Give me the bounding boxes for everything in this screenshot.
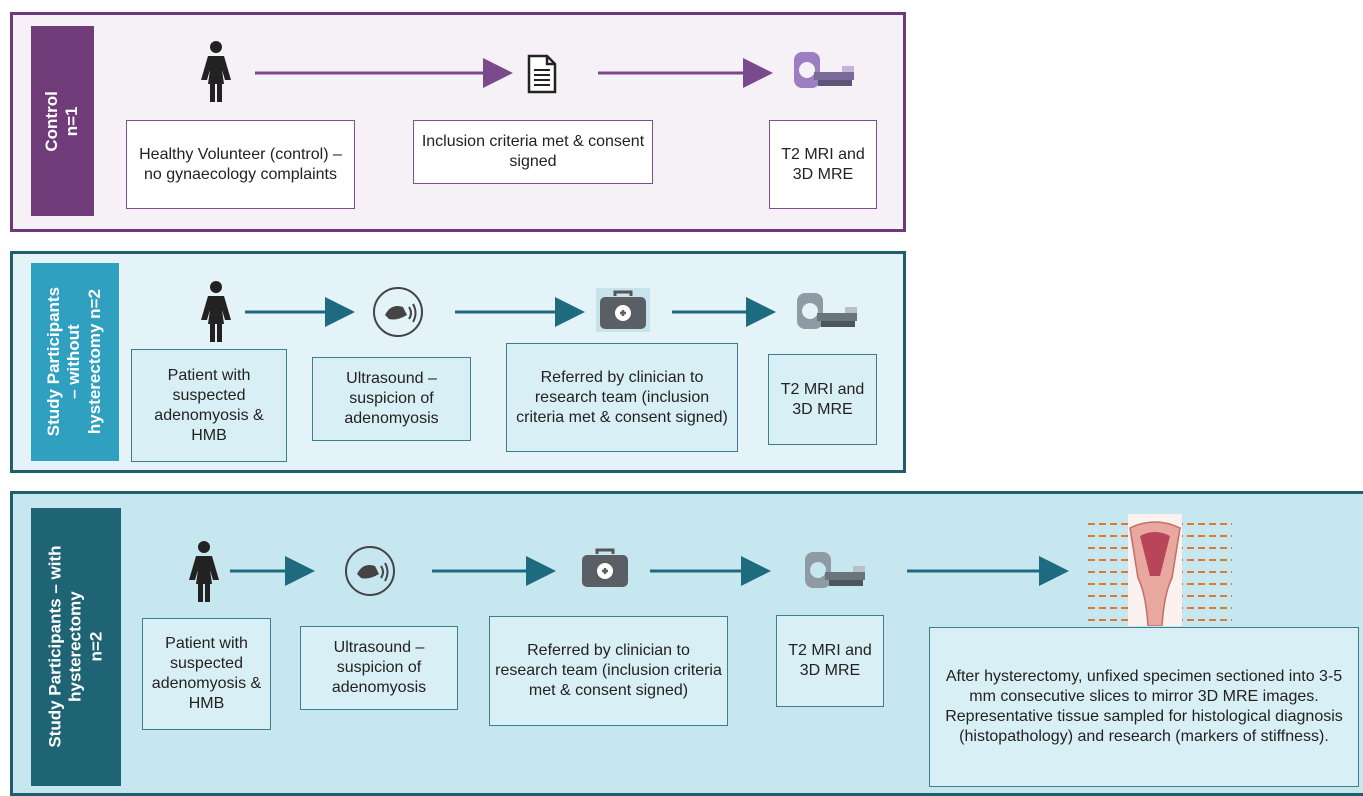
ultrasound-box: Ultrasound – suspicion of adenomyosis bbox=[312, 357, 471, 441]
referred-box: Referred by clinician to research team (… bbox=[489, 616, 728, 726]
referred-box: Referred by clinician to research team (… bbox=[506, 343, 738, 452]
medical-bag-icon bbox=[582, 548, 628, 587]
patient-box: Patient with suspected adenomyosis & HMB bbox=[131, 349, 287, 462]
document-icon bbox=[527, 54, 557, 94]
mri-mre-box: T2 MRI and 3D MRE bbox=[769, 120, 877, 209]
ultrasound-box: Ultrasound – suspicion of adenomyosis bbox=[300, 626, 458, 710]
person-icon bbox=[201, 281, 231, 342]
medical-bag-icon bbox=[596, 288, 650, 332]
person-icon bbox=[201, 41, 231, 102]
mri-scanner-icon bbox=[797, 293, 857, 329]
inclusion-criteria-box: Inclusion criteria met & consent signed bbox=[413, 120, 653, 184]
uterus-specimen-icon bbox=[1088, 514, 1232, 626]
patient-box: Patient with suspected adenomyosis & HMB bbox=[142, 618, 271, 730]
healthy-volunteer-box: Healthy Volunteer (control) – no gynaeco… bbox=[126, 120, 355, 209]
mri-mre-box: T2 MRI and 3D MRE bbox=[768, 354, 877, 445]
mri-mre-box: T2 MRI and 3D MRE bbox=[776, 615, 884, 707]
person-icon bbox=[189, 541, 219, 602]
mri-scanner-icon bbox=[805, 552, 865, 588]
mri-scanner-icon bbox=[794, 52, 854, 88]
ultrasound-icon bbox=[373, 287, 423, 337]
ultrasound-icon bbox=[345, 546, 395, 596]
hysterectomy-specimen-box: After hysterectomy, unfixed specimen sec… bbox=[929, 627, 1359, 787]
